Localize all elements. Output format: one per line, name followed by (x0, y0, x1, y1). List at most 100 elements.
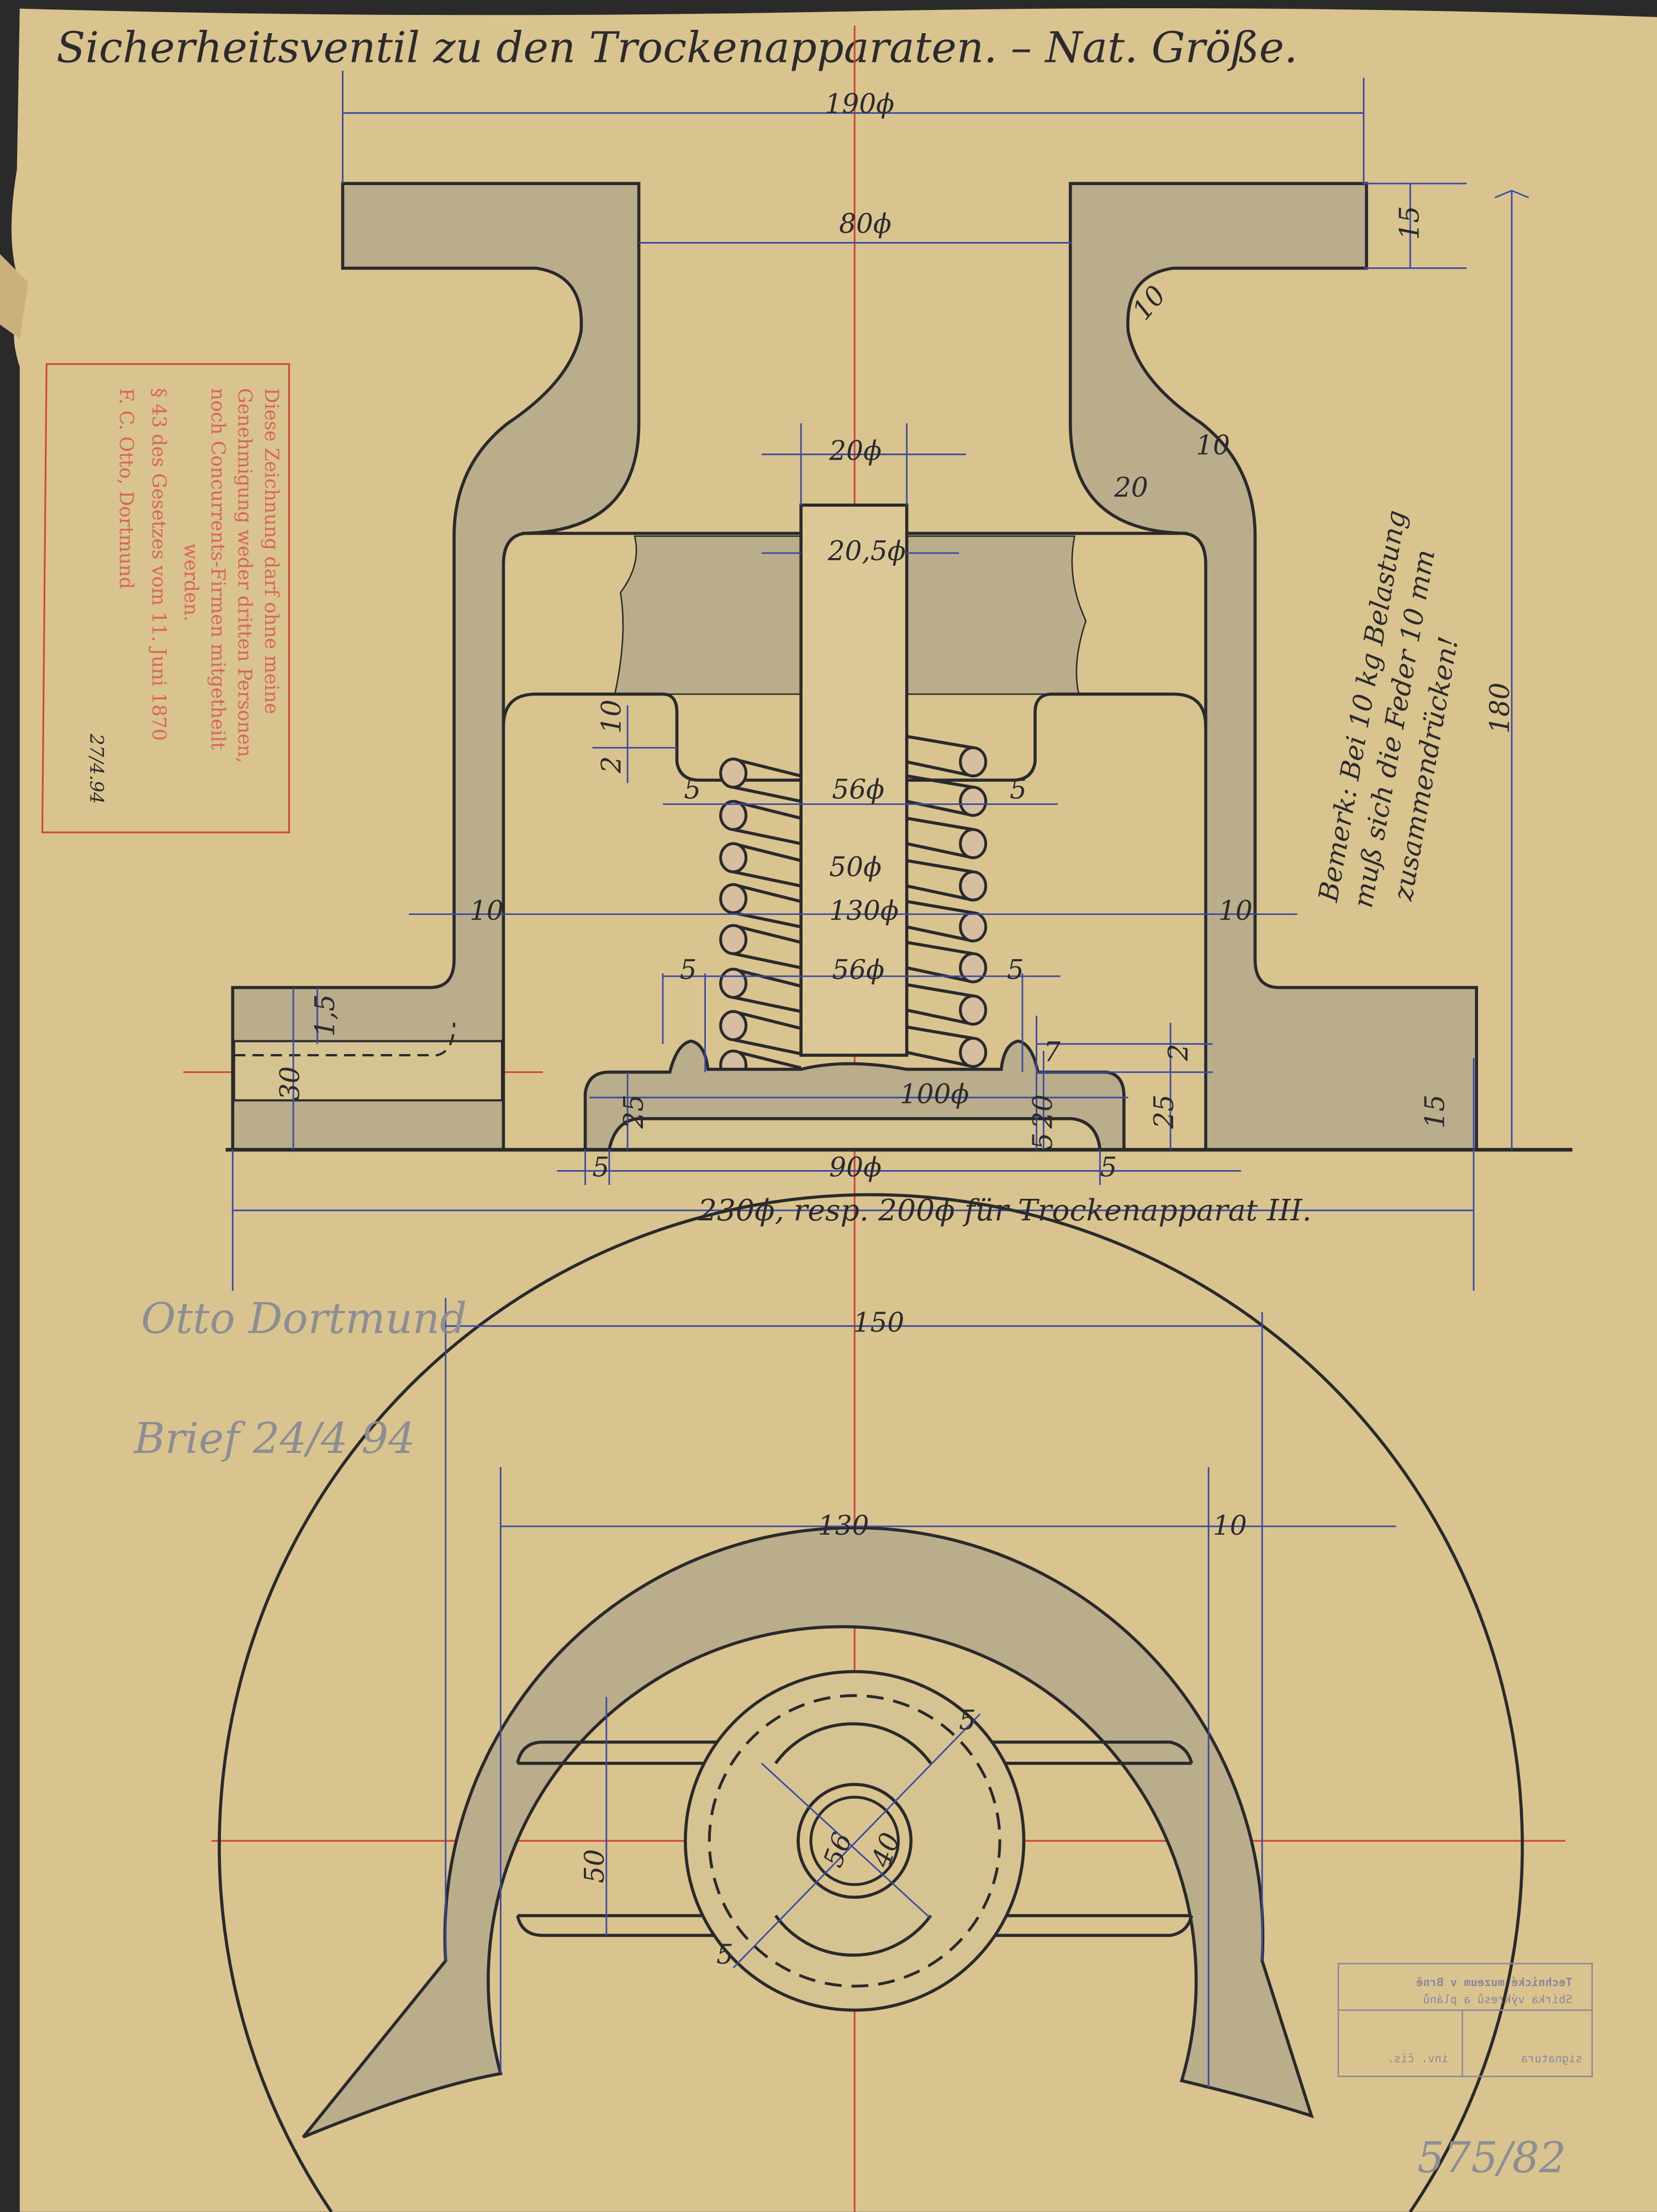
casing-right (1069, 182, 1478, 1151)
valve-section-view (225, 70, 1572, 1291)
spring-wire (906, 941, 974, 984)
dimension-label: 56ϕ (832, 955, 884, 986)
spring-coil (719, 757, 748, 789)
dimension-label: 5 (1010, 774, 1027, 805)
dimension-label: 5 (1007, 955, 1024, 986)
flange-bore-left (233, 1040, 503, 1102)
dimension-label: 20ϕ (828, 436, 882, 467)
dimension-label: 10 (596, 699, 627, 734)
spring-coil (719, 967, 748, 999)
dimension-label: 50ϕ (829, 852, 882, 883)
spring-wire (732, 757, 801, 803)
dimension-label: 5 (1100, 1152, 1117, 1183)
flange-hidden-line (234, 1023, 456, 1057)
spring-coil (959, 828, 988, 860)
dimension-label: 130ϕ (829, 896, 899, 926)
stamp-line-5: § 43 des Gesetzes vom 11. Juni 1870 (147, 388, 170, 740)
spring-wire (906, 983, 974, 1026)
dimension-label: 80ϕ (839, 209, 891, 240)
museum-inv-label: inv. čís. (1387, 2052, 1449, 2065)
stem-circle-inner (809, 1795, 900, 1886)
dimension-label: 50 (579, 1849, 610, 1883)
spring-coil (959, 786, 988, 817)
dimension-label: 5 (680, 955, 697, 986)
casing-left (231, 182, 641, 1151)
valve-plan-view (218, 1193, 1524, 2212)
stamp-line-1: Diese Zeichnung darf ohne meine (260, 388, 282, 714)
apparatus-outline-arc (218, 1193, 1524, 2212)
dimension-label: 130 (818, 1510, 869, 1541)
dimension-label: 15 (1395, 206, 1426, 240)
dimension-label: 10 (1218, 896, 1253, 926)
spring-wire (732, 967, 801, 1013)
spring (719, 735, 988, 1095)
valve-disk-recess (607, 1117, 1102, 1151)
stamp-date: 27/4.94 (86, 733, 107, 804)
inventory-number: 575/82 (1417, 2134, 1566, 2183)
dimension-label: 56ϕ (832, 774, 884, 805)
dimension-label: 10 (469, 896, 504, 926)
museum-stamp: Technické muzeum v Brně Sbírka výkresů a… (1337, 1963, 1593, 2077)
dimension-lines (231, 70, 1529, 1291)
stamp-line-3: noch Concurrents-Firmen mitgetheilt (207, 388, 229, 750)
spring-wire (732, 842, 801, 888)
hub-face (774, 1722, 932, 1957)
spring-coil (719, 842, 748, 873)
dimension-label: 5 (1028, 1133, 1059, 1150)
hub-dashed (708, 1694, 1001, 1988)
dimension-label: 20 (1114, 472, 1148, 503)
spring-wire (906, 859, 974, 902)
dimension-label: 150 (853, 1308, 905, 1339)
dimension-label: 2 (596, 756, 627, 774)
stem-circle-outer (796, 1783, 913, 1899)
valve-stem (799, 503, 909, 1057)
spring-coil (959, 952, 988, 983)
dimension-label: 180 (1485, 682, 1516, 734)
dimension-label: 10 (1213, 1510, 1247, 1541)
stamp-line-6: F. C. Otto, Dortmund (115, 388, 137, 589)
dimension-label: 190ϕ (825, 89, 895, 120)
stamp-line-2: Genehmigung weder dritten Personen, (233, 388, 255, 763)
spring-coil (959, 1036, 988, 1068)
dimension-label: 1,5 (310, 994, 341, 1037)
dimension-label: 25 (1149, 1094, 1180, 1129)
stamp-line-4: werden. (180, 543, 202, 622)
dimension-label: 100ϕ (900, 1079, 969, 1110)
spring-coil (719, 883, 748, 914)
guide-casting-right (906, 535, 1087, 695)
dimension-label: 20 (1028, 1094, 1059, 1129)
dimension-label: 5 (716, 1939, 733, 1970)
dimension-label: 2 (1163, 1044, 1194, 1061)
museum-signature-label: signatura (1521, 2052, 1582, 2065)
drawing-title: Sicherheitsventil zu den Trockenapparate… (56, 24, 1297, 73)
copyright-stamp: Diese Zeichnung darf ohne meine Genehmig… (41, 363, 290, 834)
spring-wire (906, 817, 974, 860)
dimension-label: 5 (684, 774, 701, 805)
dimension-label: 5 (592, 1152, 609, 1183)
spring-coil (959, 746, 988, 778)
spring-coil (719, 1010, 748, 1041)
dimension-label: 20,5ϕ (827, 536, 906, 567)
dimension-label: 5 (959, 1705, 976, 1736)
spring-wire (906, 900, 974, 943)
spring-coil (959, 870, 988, 902)
bottom-dimension-label: 230ϕ, resp. 200ϕ für Trockenapparat III. (698, 1193, 1312, 1228)
spring-coil (959, 994, 988, 1026)
spring-wire (906, 1025, 974, 1068)
dimension-label: 30 (275, 1066, 305, 1100)
spring-wire (906, 735, 974, 778)
spring-coil (719, 799, 748, 831)
dimension-label: 25 (619, 1094, 650, 1129)
spring-wire (732, 883, 801, 929)
pencil-note-2: Brief 24/4 94 (133, 1414, 415, 1463)
spring-wire (732, 924, 801, 970)
spring-wire (732, 1010, 801, 1056)
dimension-label: 15 (1419, 1094, 1450, 1129)
dimension-label: 90ϕ (829, 1152, 882, 1183)
guide-casting-left (614, 535, 802, 695)
spring-coil (959, 911, 988, 942)
dimension-label: 10 (1196, 430, 1230, 461)
plan-dimension-lines (445, 1298, 1396, 2088)
